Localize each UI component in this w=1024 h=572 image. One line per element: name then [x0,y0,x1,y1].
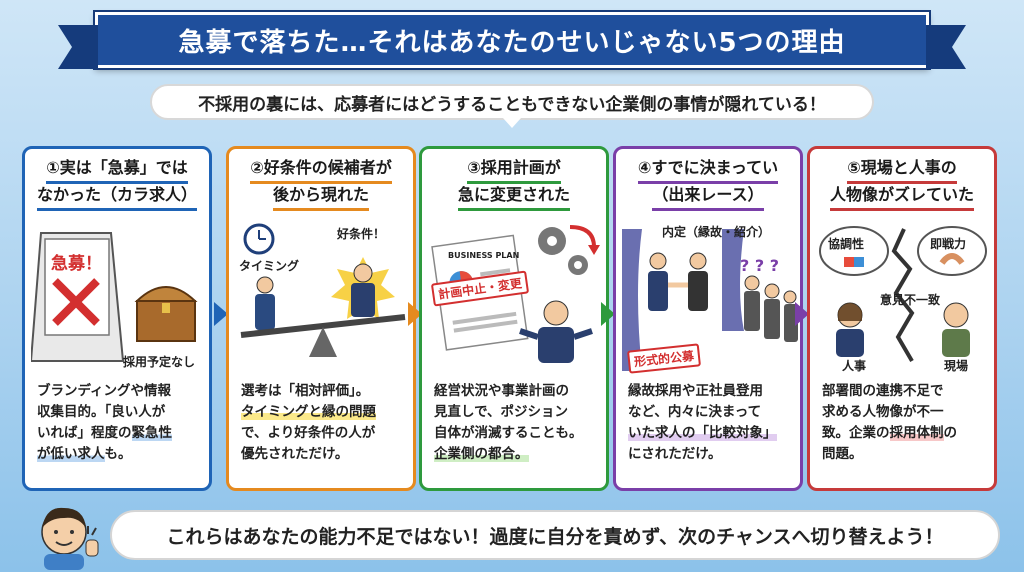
body-line: 縁故採用や正社員登用 [628,383,763,399]
body-line: いれば」程度の緊急性 [37,423,201,444]
body-line: 企業側の都合。 [434,444,598,465]
body-line: タイミングと縁の問題 [241,402,405,423]
card-illustration: ? ? ? 内定（縁故・紹介） 形式的公募 [622,221,798,374]
body-highlight: 企業側の都合。 [434,446,529,462]
reason-card-3: ③採用計画が 急に変更された [419,146,609,491]
body-line: 自体が消滅することも。 [434,425,583,441]
body-line: が低い求人も。 [37,444,201,465]
field-label: 現場 [944,359,969,373]
footer-message: これらはあなたの能力不足ではない！過度に自分を責めず、次のチャンスへ切り替えよう… [166,525,944,548]
offer-referral-label: 内定（縁故・紹介） [662,225,771,239]
title-banner: 急募で落ちた…それはあなたのせいじゃない5つの理由 [58,12,966,69]
card-title-line1: ④すでに決まってい [637,157,779,184]
card-title: ③採用計画が 急に変更された [428,157,600,219]
hr-label: 人事 [842,359,867,373]
body-text: も。 [104,446,132,462]
card-body: 選考は「相対評価」。 タイミングと縁の問題 で、より好条件の人が 優先されただけ… [241,381,405,465]
body-line: いた求人の「比較対象」 [628,423,792,444]
body-highlight: タイミングと縁の問題 [241,404,376,420]
card-body: 部署間の連携不足で 求める人物像が不一 致。企業の採用体制の 問題。 [822,381,986,465]
card-title: ⑤現場と人事の 人物像がズレていた [816,157,988,219]
card-illustration: 急募！ 採用予定なし [29,221,203,371]
card-title-line1: ①実は「急募」では [46,157,188,184]
arrow-right-icon [408,302,422,326]
disagreement-illustration [819,226,987,363]
body-highlight: いた求人の「比較対象」 [628,425,777,441]
page-title: 急募で落ちた…それはあなたのせいじゃない5つの理由 [178,27,846,58]
timing-label: タイミング [239,259,300,273]
business-plan-text: BUSINESS PLAN [448,251,520,260]
ready-skill-label: 即戦力 [930,237,967,251]
disagreement-label: 意見不一致 [880,293,941,307]
body-line: 選考は「相対評価」。 [241,383,370,399]
card-title-line2: 人物像がズレていた [829,184,974,211]
reason-card-1: ①実は「急募」では なかった（カラ求人） 急募！ 採用予定なし ブランディングや… [22,146,212,491]
good-condition-label: 好条件！ [337,227,386,241]
body-line: 部署間の連携不足で [822,383,944,399]
card-title-line2: なかった（カラ求人） [36,184,197,211]
reason-card-4: ④すでに決まってい （出来レース） ? ? ? 内定（縁故・紹介） 形式的公募 … [613,146,803,491]
card-illustration: 協調性 即戦力 意見不一致 人事 現場 [816,221,988,373]
card-title-line1: ⑤現場と人事の [847,157,957,184]
thumbs-up-avatar-icon [41,507,99,570]
card-title: ①実は「急募」では なかった（カラ求人） [31,157,203,219]
subtitle-box: 不採用の裏には、応募者にはどうすることもできない企業側の事情が隠れている！ [150,84,874,128]
card-body: 縁故採用や正社員登用 など、内々に決まって いた求人の「比較対象」 にされただけ… [628,381,792,465]
seesaw-illustration [240,223,406,357]
reason-card-5: ⑤現場と人事の 人物像がズレていた 協調性 即戦力 意見不一致 人事 現場 部署… [807,146,997,491]
card-body: ブランディングや情報 収集目的。「良い人が いれば」程度の緊急性 が低い求人も。 [37,381,201,465]
body-line: 収集目的。「良い人が [37,404,166,420]
body-text: いれば」程度の [37,425,132,441]
no-hire-plan-label: 採用予定なし [123,355,196,369]
card-illustration: タイミング 好条件！ [235,221,407,371]
body-highlight: 採用体制 [889,425,944,441]
arrow-right-icon [795,302,809,326]
card-title-line1: ②好条件の候補者が [250,157,392,184]
card-illustration: BUSINESS PLAN 計画中止・変更 [428,221,600,371]
body-text: 致。企業の [822,425,890,441]
body-text: の [943,425,958,441]
body-line: で、より好条件の人が [241,425,376,441]
footer-message-box: これらはあなたの能力不足ではない！過度に自分を責めず、次のチャンスへ切り替えよう… [110,510,1000,560]
body-line: にされただけ。 [628,446,722,462]
card-title-line1: ③採用計画が [467,157,561,184]
body-line: など、内々に決まって [628,404,762,420]
sign-text: 急募！ [51,254,102,274]
body-line: 求める人物像が不一 [822,404,944,420]
body-highlight: が低い求人 [37,446,105,462]
svg-text:? ? ?: ? ? ? [740,256,779,275]
body-line: 経営状況や事業計画の [434,383,569,399]
body-line: 問題。 [822,446,863,462]
signboard-treasure-illustration [29,232,198,362]
card-title-line2: （出来レース） [652,184,764,211]
handshake-illustration: ? ? ? [622,229,798,371]
card-body: 経営状況や事業計画の 見直しで、ポジション 自体が消滅することも。 企業側の都合… [434,381,598,465]
card-title: ④すでに決まってい （出来レース） [622,157,794,219]
body-line: 見直しで、ポジション [434,404,569,420]
body-line: ブランディングや情報 [37,383,172,399]
body-line: 優先されただけ。 [241,446,349,462]
body-line: 致。企業の採用体制の [822,423,986,444]
card-title: ②好条件の候補者が 後から現れた [235,157,407,219]
arrow-right-icon [601,302,615,326]
arrow-right-icon [214,302,228,326]
cooperation-label: 協調性 [828,237,865,251]
reason-card-2: ②好条件の候補者が 後から現れた タイミング 好条件！ 選考は「相対評価」。 タ… [226,146,416,491]
card-title-line2: 後から現れた [272,184,369,211]
page-subtitle: 不採用の裏には、応募者にはどうすることもできない企業側の事情が隠れている！ [198,94,826,115]
card-title-line2: 急に変更された [457,184,570,211]
body-highlight: 緊急性 [131,425,172,441]
